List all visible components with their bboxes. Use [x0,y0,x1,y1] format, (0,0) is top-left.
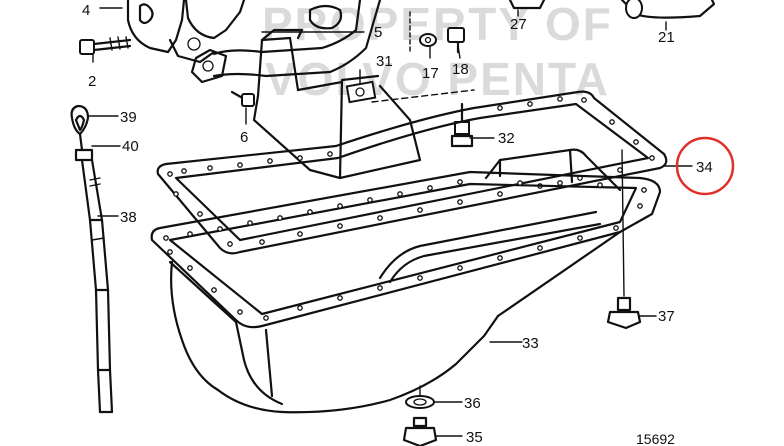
gasket-bolt-holes [167,96,655,247]
leader-lines [87,7,693,437]
highlight-circle [675,136,735,196]
drain-plug-35 [402,416,438,446]
part-label-39: 39 [120,109,137,126]
part-label-36: 36 [464,395,481,412]
ref-line-37 [621,149,625,297]
oil-pump-assembly [126,0,246,64]
drawing-number: 15692 [636,431,675,446]
part-21 [620,0,716,19]
part-label-35: 35 [466,429,483,446]
bolt-37 [606,296,642,330]
oil-pan-flange-holes [163,179,647,321]
part-label-40: 40 [122,138,139,155]
part-label-17: 17 [422,65,439,82]
part-label-38: 38 [120,209,137,226]
part-label-18: 18 [452,61,469,78]
oil-pan [150,148,662,414]
part-label-5: 5 [374,24,382,41]
part-label-32: 32 [498,130,515,147]
part-label-37: 37 [658,308,675,325]
part-27 [508,0,546,10]
part-label-33: 33 [522,335,539,352]
bolt-2 [79,36,132,55]
part-label-6: 6 [240,129,248,146]
part-label-31: 31 [376,53,393,70]
part-label-34: 34 [696,159,713,176]
bolt-6 [230,90,255,107]
washer-17 [419,33,437,47]
washer-36 [405,395,435,409]
pickup-tube [190,0,382,84]
part-label-27: 27 [510,16,527,33]
part-labels: 4 2 5 6 17 18 21 27 31 32 33 34 35 36 37… [82,2,713,446]
dipstick-assembly [70,104,114,414]
oil-pan-gasket [156,90,668,255]
part-label-21: 21 [658,29,675,46]
watermark: PROPERTY OF VOLVO PENTA [262,0,611,105]
part-label-2: 2 [88,73,96,90]
part-label-4: 4 [82,2,90,19]
ref-dash-18 [371,89,475,103]
